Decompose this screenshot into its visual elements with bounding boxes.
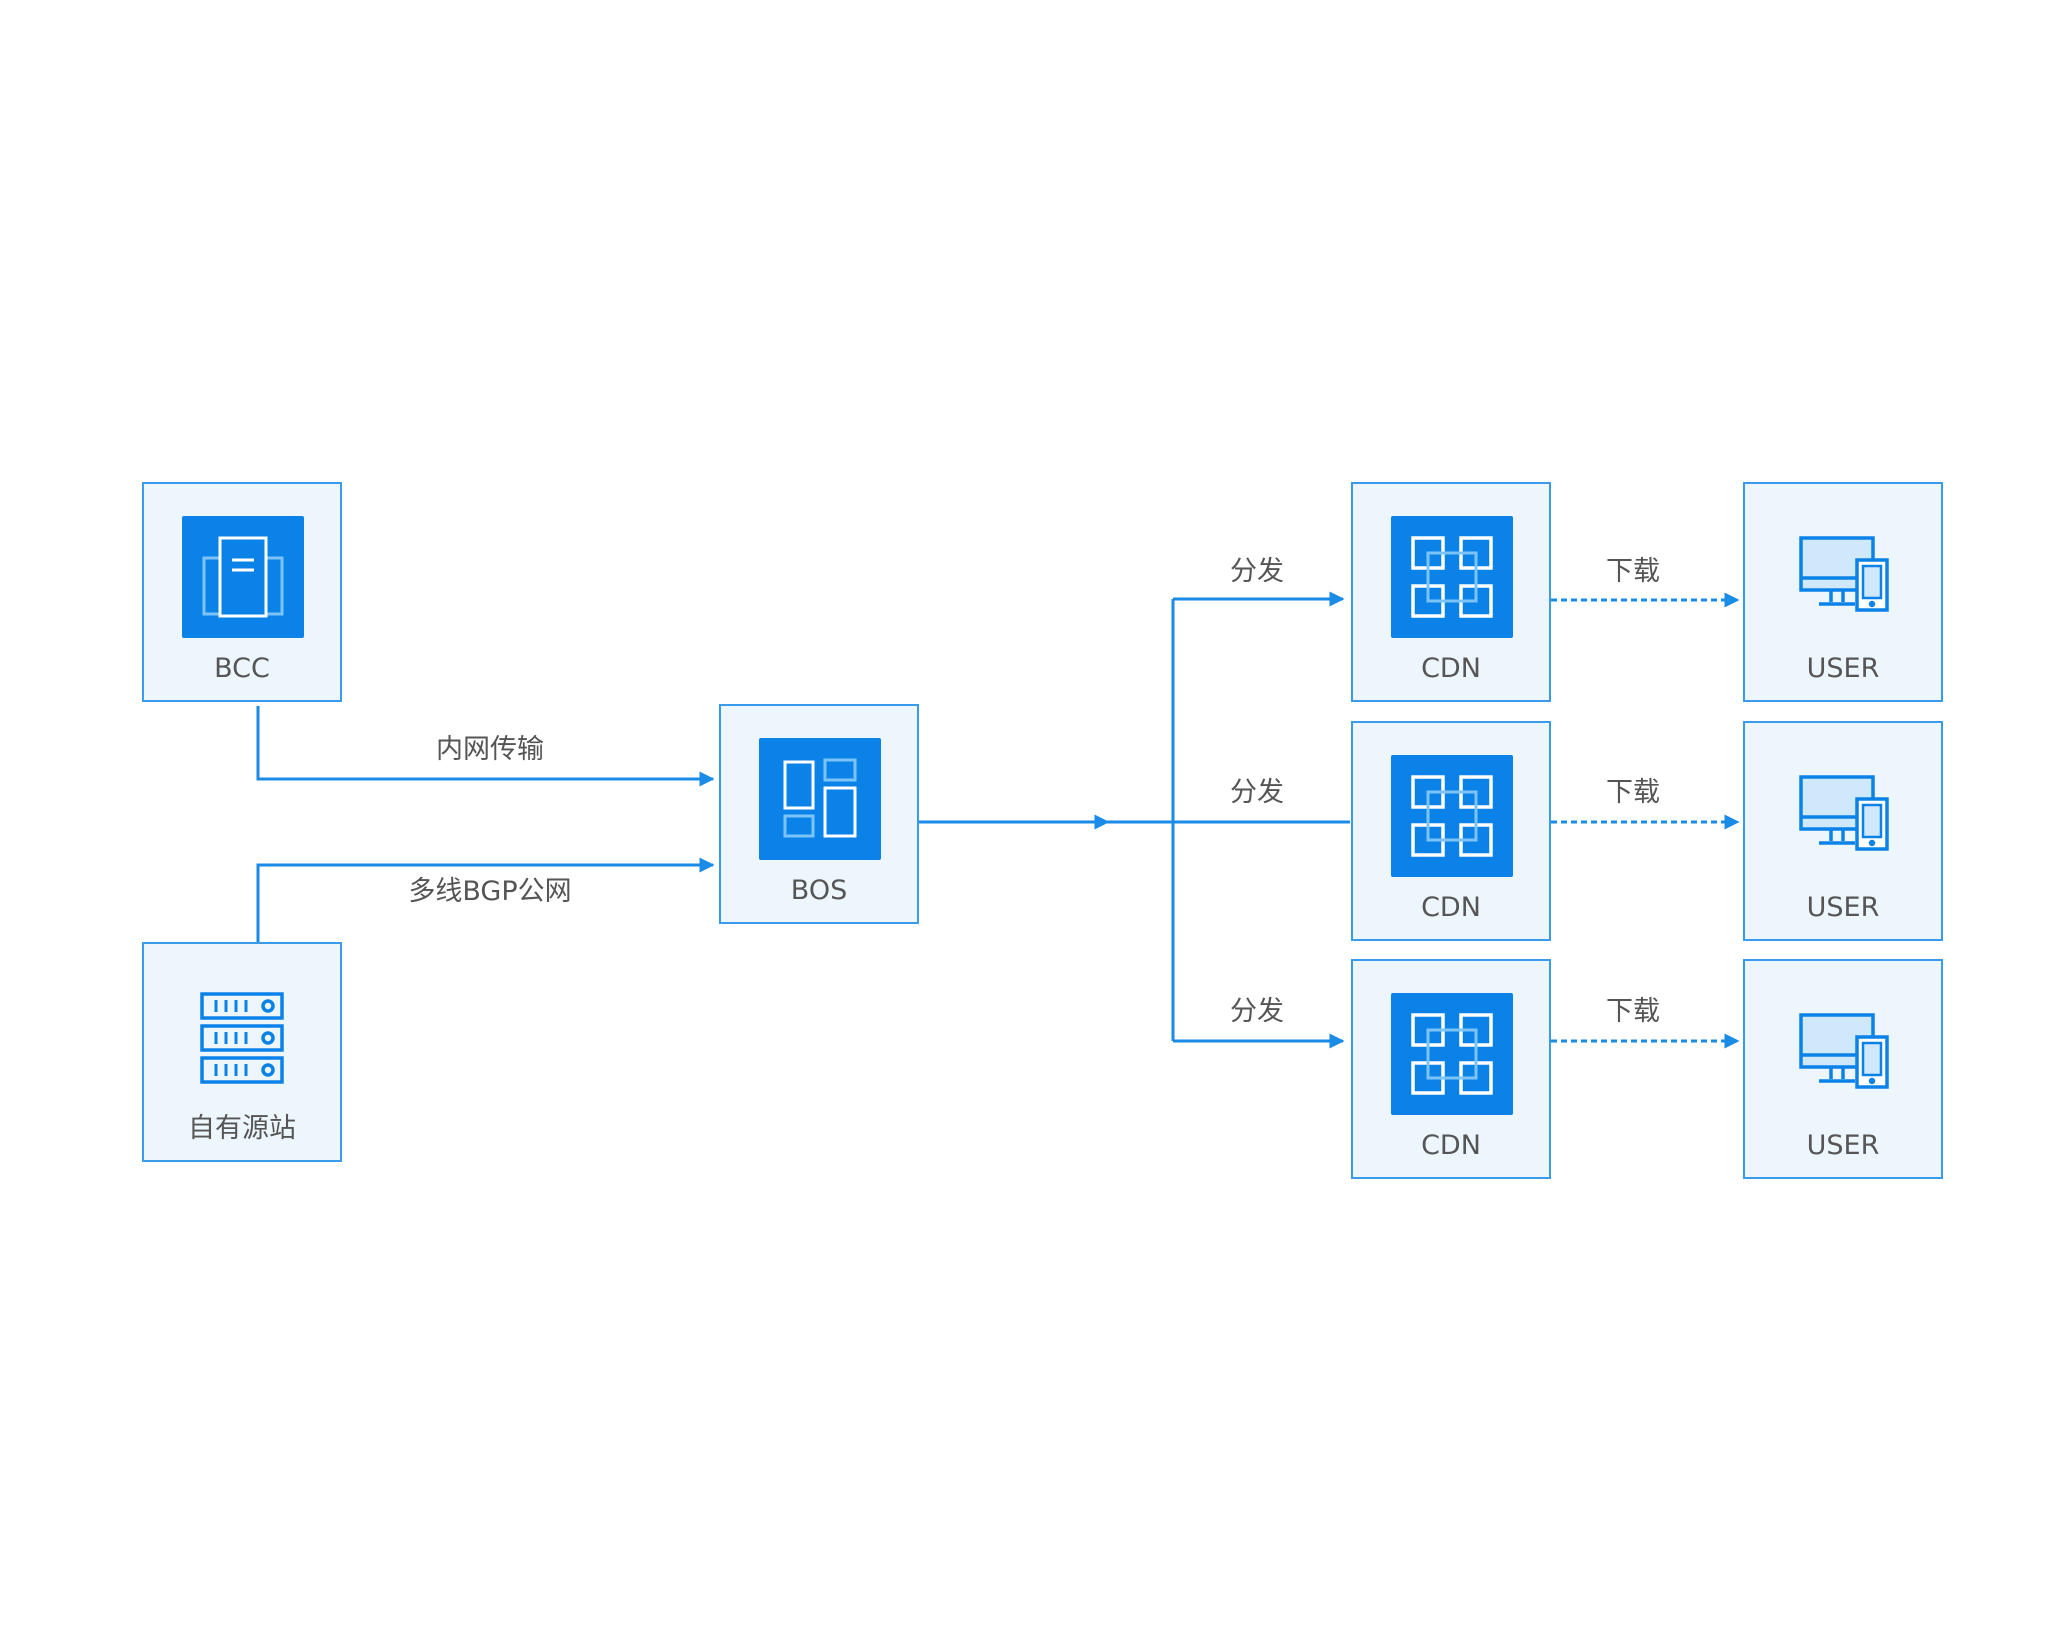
cdn-node-3: CDN xyxy=(1351,959,1551,1179)
edge-label-download: 下载 xyxy=(1606,777,1660,808)
cdn-icon-tile xyxy=(1391,516,1513,638)
desktop-tablet-icon xyxy=(1799,536,1889,612)
edge-label-bgp: 多线BGP公网 xyxy=(408,876,572,907)
edge-label-distribute: 分发 xyxy=(1230,556,1284,587)
desktop-tablet-icon xyxy=(1799,1013,1889,1089)
server-rack-icon xyxy=(200,992,284,1084)
user-label: USER xyxy=(1806,892,1880,923)
bos-node: BOS xyxy=(719,704,919,924)
bcc-to-bos-connector xyxy=(256,706,715,787)
user-label: USER xyxy=(1806,653,1880,684)
user-label: USER xyxy=(1806,1130,1880,1161)
storage-blocks-icon xyxy=(783,758,857,838)
cdn-grid-icon xyxy=(1411,775,1493,857)
origin-node: 自有源站 xyxy=(142,942,342,1162)
cdn-icon-tile xyxy=(1391,993,1513,1115)
bcc-node: BCC xyxy=(142,482,342,702)
user-node-1: USER xyxy=(1743,482,1943,702)
edge-label-download: 下载 xyxy=(1606,556,1660,587)
cdn-grid-icon xyxy=(1411,536,1493,618)
bos-label: BOS xyxy=(790,875,848,906)
bcc-icon-tile xyxy=(182,516,304,638)
edge-label-intranet: 内网传输 xyxy=(436,734,544,765)
user-node-2: USER xyxy=(1743,721,1943,941)
user-node-3: USER xyxy=(1743,959,1943,1179)
cdn-label: CDN xyxy=(1421,1130,1481,1161)
server-tower-icon xyxy=(202,536,284,618)
cdn-grid-icon xyxy=(1411,1013,1493,1095)
cdn-node-1: CDN xyxy=(1351,482,1551,702)
edge-label-download: 下载 xyxy=(1606,996,1660,1027)
edge-label-distribute: 分发 xyxy=(1230,777,1284,808)
cdn-label: CDN xyxy=(1421,892,1481,923)
bos-icon-tile xyxy=(759,738,881,860)
cdn-icon-tile xyxy=(1391,755,1513,877)
origin-label: 自有源站 xyxy=(188,1113,296,1144)
origin-to-bos-connector xyxy=(256,857,715,942)
cdn-node-2: CDN xyxy=(1351,721,1551,941)
cdn-label: CDN xyxy=(1421,653,1481,684)
edge-label-distribute: 分发 xyxy=(1230,996,1284,1027)
bcc-label: BCC xyxy=(214,653,270,684)
desktop-tablet-icon xyxy=(1799,775,1889,851)
